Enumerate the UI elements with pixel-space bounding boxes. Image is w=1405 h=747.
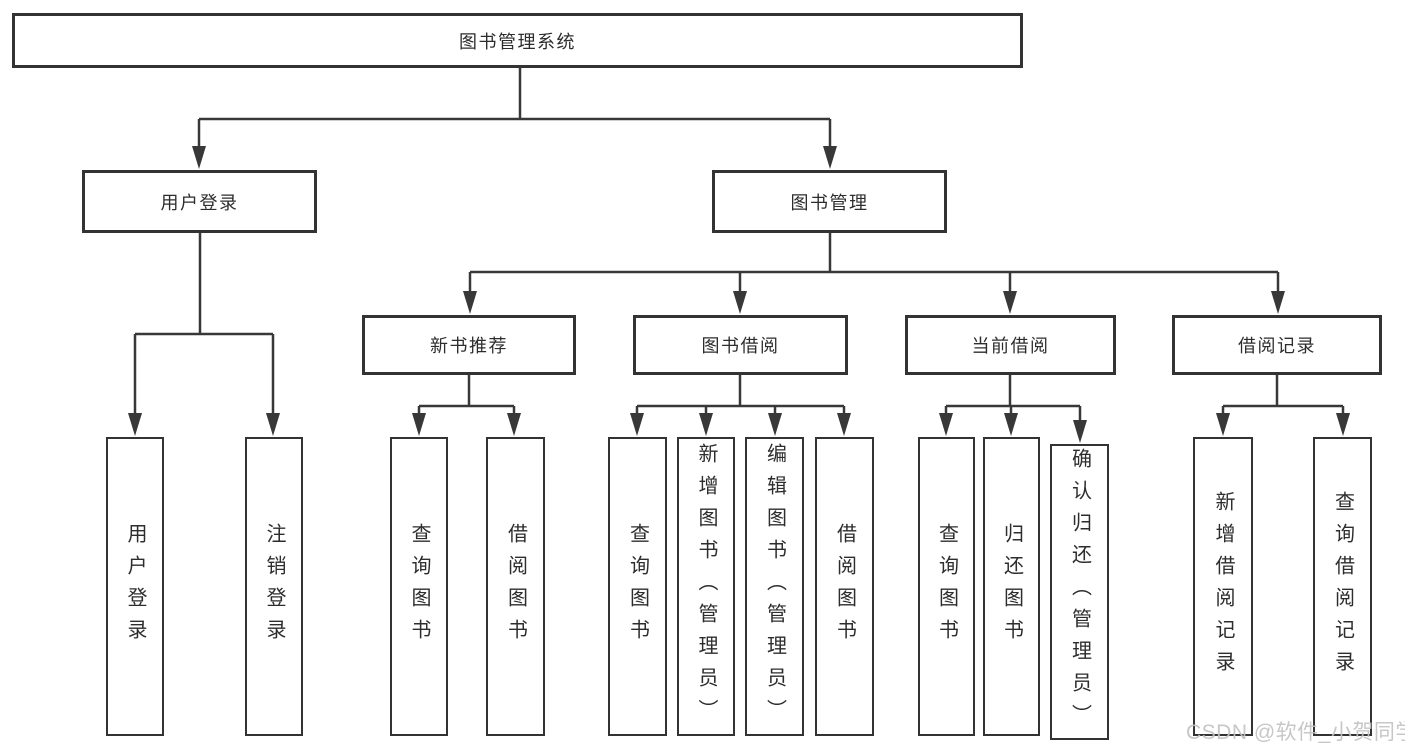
node-book-management: 图书管理 (712, 170, 947, 233)
node-label: 查询图书 (408, 522, 430, 651)
node-label: 当前借阅 (971, 336, 1050, 356)
node-label: 用户登录 (124, 522, 146, 651)
node-label: 借阅图书 (833, 522, 856, 651)
node-user-login: 用户登录 (82, 170, 317, 233)
leaf-add-books-admin: 新增图书（管理员） (677, 437, 735, 736)
connector-book-mgmt-to-level3 (463, 233, 1285, 314)
node-label: 查询图书 (626, 522, 649, 651)
connector-user-login-to-leaves (128, 233, 280, 436)
node-book-borrowing: 图书借阅 (633, 315, 848, 375)
node-label: 借阅图书 (504, 522, 527, 651)
node-label: 新增借阅记录 (1212, 490, 1234, 683)
node-label: 归还图书 (1000, 522, 1023, 651)
leaf-user-login: 用户登录 (106, 437, 164, 736)
leaf-query-borrow-record: 查询借阅记录 (1313, 437, 1372, 736)
connector-current-borrow-to-leaves (939, 375, 1087, 443)
node-label: 查询图书 (935, 522, 958, 651)
node-new-book-recommendation: 新书推荐 (362, 315, 576, 375)
leaf-logout: 注销登录 (245, 437, 303, 736)
leaf-add-borrow-record: 新增借阅记录 (1193, 437, 1253, 736)
leaf-query-books-3: 查询图书 (918, 437, 975, 736)
leaf-query-books-2: 查询图书 (608, 437, 667, 736)
node-root-library-system: 图书管理系统 (12, 13, 1023, 68)
node-label: 图书管理系统 (459, 31, 576, 52)
connector-new-book-to-leaves (412, 375, 521, 436)
node-label: 查询借阅记录 (1331, 490, 1354, 683)
node-label: 新增图书（管理员） (695, 442, 717, 731)
csdn-watermark: CSDN @软件_小贺同学 (1186, 721, 1405, 744)
leaf-query-books-1: 查询图书 (390, 437, 448, 736)
connector-borrow-record-to-leaves (1216, 375, 1350, 436)
leaf-confirm-return-admin: 确认归还（管理员） (1050, 444, 1109, 740)
leaf-return-books: 归还图书 (983, 437, 1040, 736)
node-label: 新书推荐 (430, 336, 508, 356)
node-label: 注销登录 (263, 522, 285, 651)
connector-book-borrow-to-leaves (630, 375, 851, 436)
connector-root-to-level2 (192, 68, 837, 169)
node-label: 用户登录 (160, 192, 239, 213)
node-label: 图书借阅 (701, 336, 780, 356)
node-label: 编辑图书（管理员） (763, 442, 786, 731)
leaf-borrow-books-1: 借阅图书 (486, 437, 545, 736)
node-borrowing-records: 借阅记录 (1172, 315, 1382, 375)
node-label: 借阅记录 (1238, 336, 1316, 356)
leaf-borrow-books-2: 借阅图书 (815, 437, 874, 736)
node-label: 图书管理 (790, 192, 869, 213)
node-label: 确认归还（管理员） (1068, 448, 1091, 736)
node-current-borrowing: 当前借阅 (905, 315, 1116, 375)
leaf-edit-books-admin: 编辑图书（管理员） (745, 437, 804, 736)
